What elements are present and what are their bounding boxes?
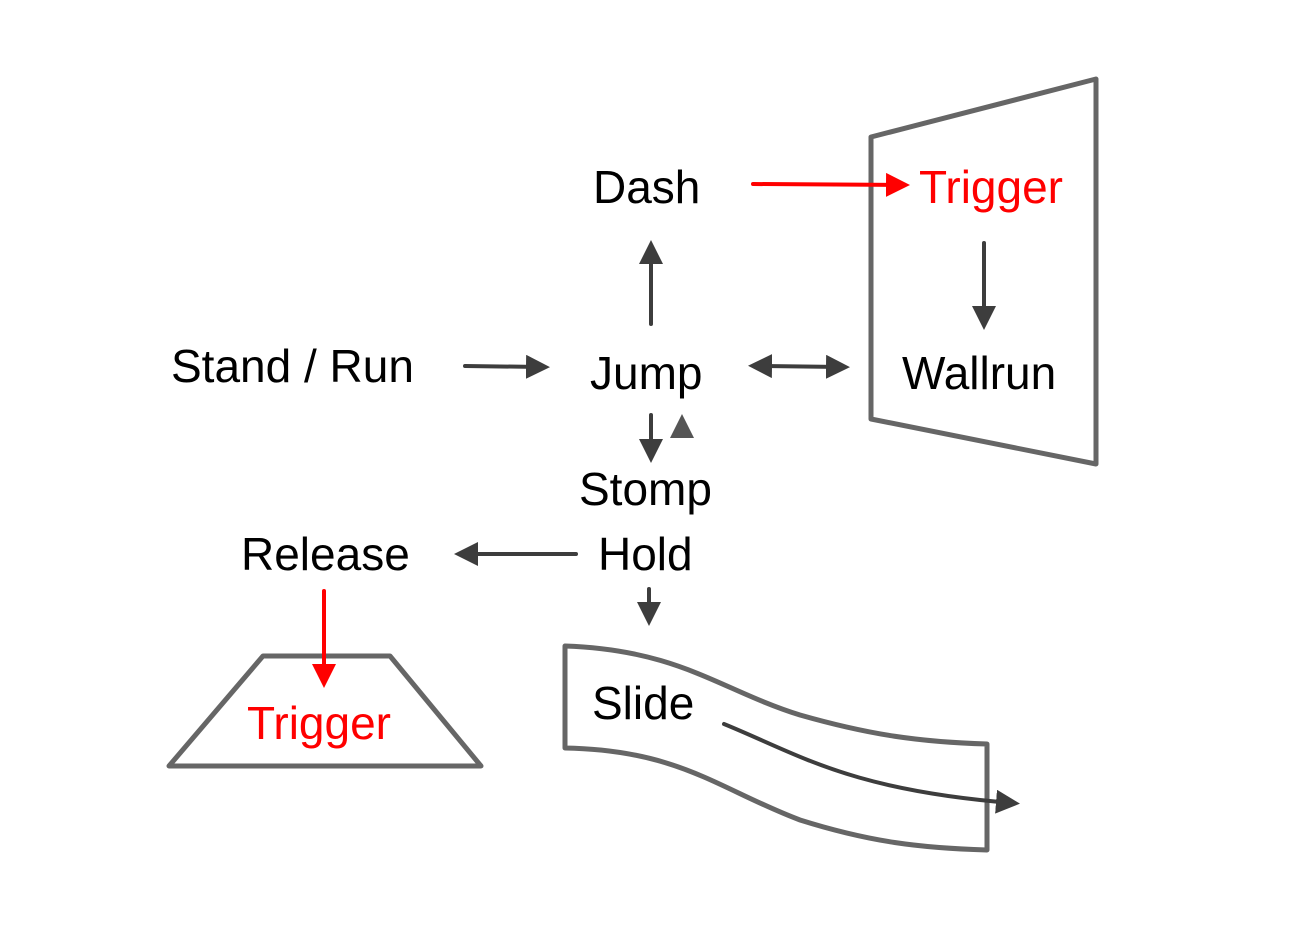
arrow-jump-wallrun-bidirectional — [748, 354, 850, 379]
node-jump: Jump — [590, 347, 703, 399]
node-trigger-wall: Trigger — [919, 161, 1063, 213]
node-slide: Slide — [592, 677, 695, 729]
node-wallrun: Wallrun — [902, 347, 1057, 399]
slide-ramp-shape — [562, 643, 990, 853]
node-stand-run: Stand / Run — [171, 340, 414, 392]
arrow-slide-exit — [722, 722, 1020, 814]
ground-trigger-shape — [166, 653, 484, 769]
node-hold: Hold — [598, 528, 693, 580]
node-stomp: Stomp — [579, 463, 712, 515]
node-release: Release — [241, 528, 410, 580]
arrow-stand-to-jump — [463, 354, 550, 379]
node-dash: Dash — [593, 161, 701, 213]
wall-shape — [868, 76, 1099, 467]
node-trigger-ground: Trigger — [247, 697, 391, 749]
arrow-dash-to-trigger — [751, 172, 910, 197]
